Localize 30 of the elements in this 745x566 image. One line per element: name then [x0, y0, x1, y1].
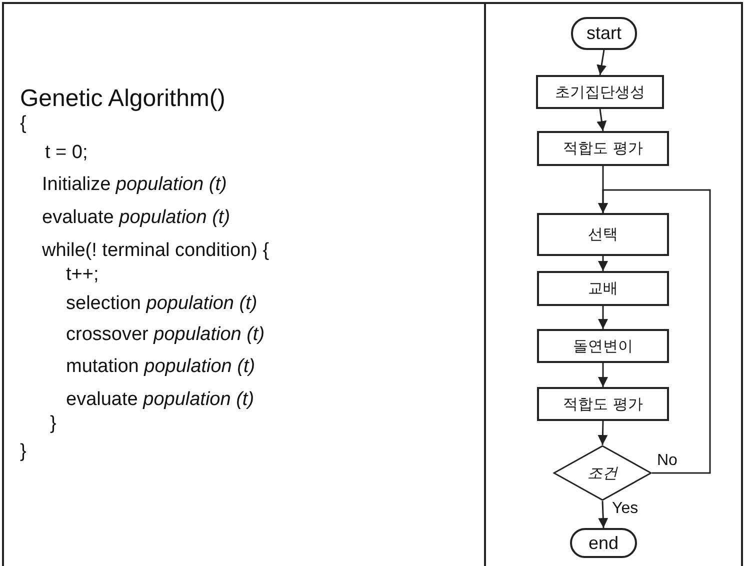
code-line: crossover population (t) — [66, 324, 265, 346]
arrow — [598, 363, 608, 387]
terminal-box: end — [570, 528, 637, 558]
arrow — [596, 50, 607, 76]
code-line: } — [20, 441, 26, 463]
process-box: 선택 — [537, 213, 669, 256]
code-line: Initialize population (t) — [42, 174, 227, 196]
process-box: 초기집단생성 — [536, 75, 664, 109]
code-line: { — [20, 113, 26, 135]
function-heading: Genetic Algorithm() — [20, 85, 226, 113]
arrow — [598, 189, 711, 474]
process-box: 돌연변이 — [537, 329, 669, 363]
code-line: evaluate population (t) — [66, 389, 254, 411]
code-line: t++; — [66, 264, 99, 286]
code-line: mutation population (t) — [66, 356, 256, 378]
decision-diamond: 조건 — [553, 445, 652, 501]
arrow — [598, 306, 608, 329]
code-line: selection population (t) — [66, 293, 258, 315]
code-line: while(! terminal condition) { — [42, 240, 270, 262]
arrow — [598, 256, 608, 271]
arrow — [598, 500, 608, 528]
arrow — [598, 420, 608, 446]
process-box: 적합도 평가 — [537, 387, 669, 421]
arrow — [596, 108, 607, 132]
terminal-box: start — [571, 17, 637, 50]
process-box: 적합도 평가 — [537, 131, 669, 166]
code-line: t = 0; — [45, 142, 88, 164]
code-line: evaluate population (t) — [42, 207, 230, 229]
code-line: } — [50, 413, 56, 435]
process-box: 교배 — [537, 271, 669, 306]
